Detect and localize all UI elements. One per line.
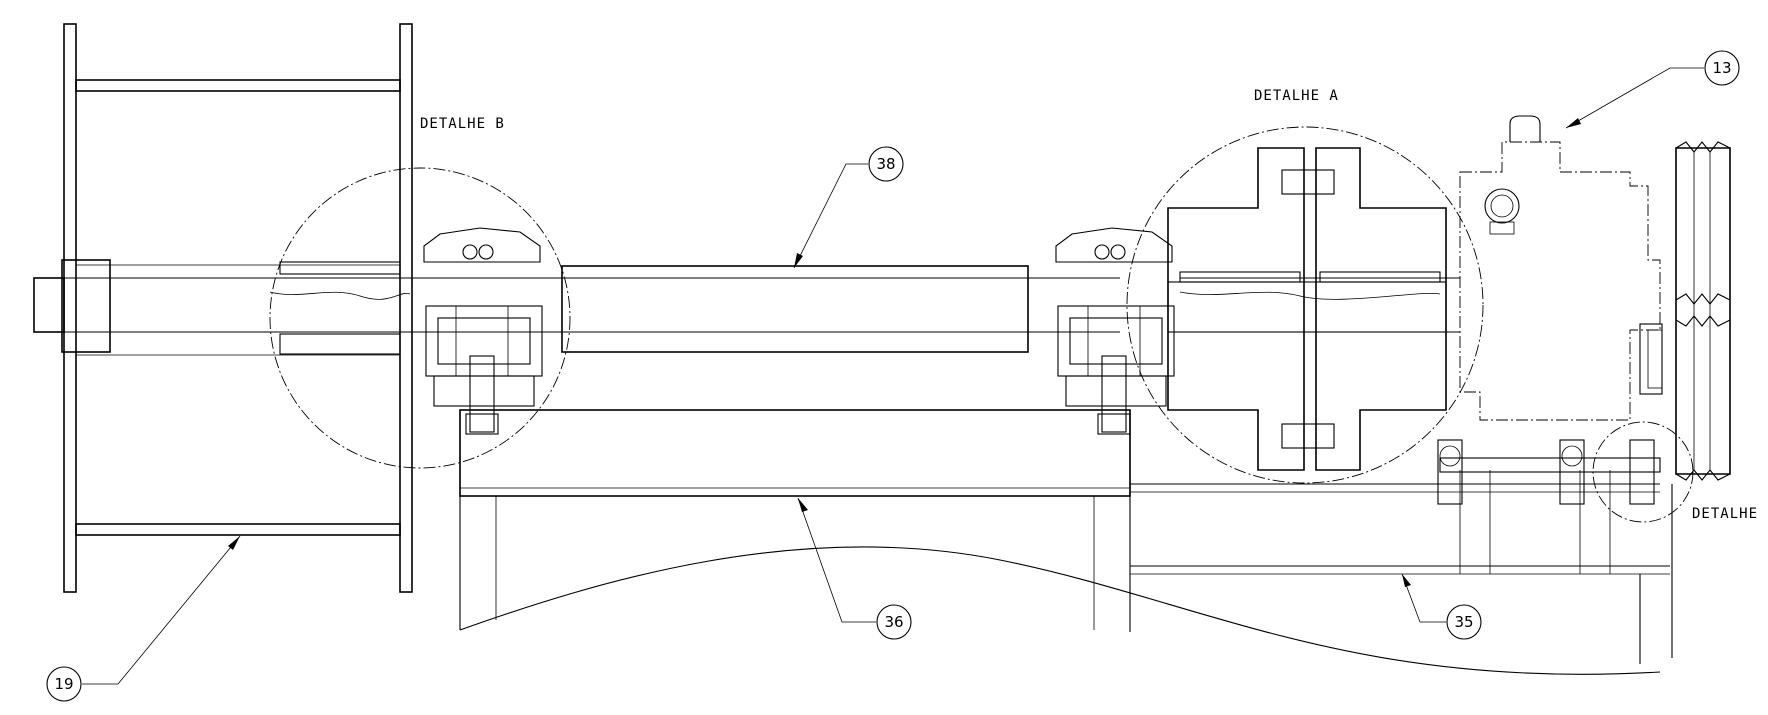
balloon-13 [1704,50,1740,86]
main-shaft [64,261,1460,355]
leader-38-arrow [794,253,803,268]
detail-c-circle [1592,421,1694,523]
balloon-38 [868,146,904,182]
detail-c-label: DETALHE [1692,506,1758,522]
bearing-right [1055,227,1175,435]
balloon-36-number: 36 [884,613,903,631]
coupling [1167,147,1447,471]
balloon-35-number: 35 [1454,613,1473,631]
leader-19 [82,535,241,685]
leader-19-arrow [228,536,240,550]
leader-35 [1401,573,1446,623]
v-belt-pulley [1675,141,1731,481]
balloon-35 [1446,604,1482,640]
balloon-38-number: 38 [876,155,895,173]
leader-36-arrow [798,498,808,512]
detail-b-label: DETALHE B [420,116,505,132]
gearbox [1459,115,1663,421]
leader-13 [1565,67,1704,129]
detail-b-circle [269,167,571,469]
base-frame [459,409,1673,675]
balloon-13-number: 13 [1712,59,1731,77]
balloon-19 [46,666,82,702]
bearing-left [423,227,543,435]
leader-13-arrow [1566,118,1581,128]
leader-38 [793,163,868,269]
roller-38 [561,265,1029,353]
balloon-36 [876,604,912,640]
balloon-19-number: 19 [54,675,73,693]
leader-36 [797,497,876,623]
detail-a-label: DETALHE A [1254,88,1339,104]
leader-35-arrow [1402,574,1411,587]
drum-spool [33,23,413,593]
detail-a-circle [1126,126,1484,484]
